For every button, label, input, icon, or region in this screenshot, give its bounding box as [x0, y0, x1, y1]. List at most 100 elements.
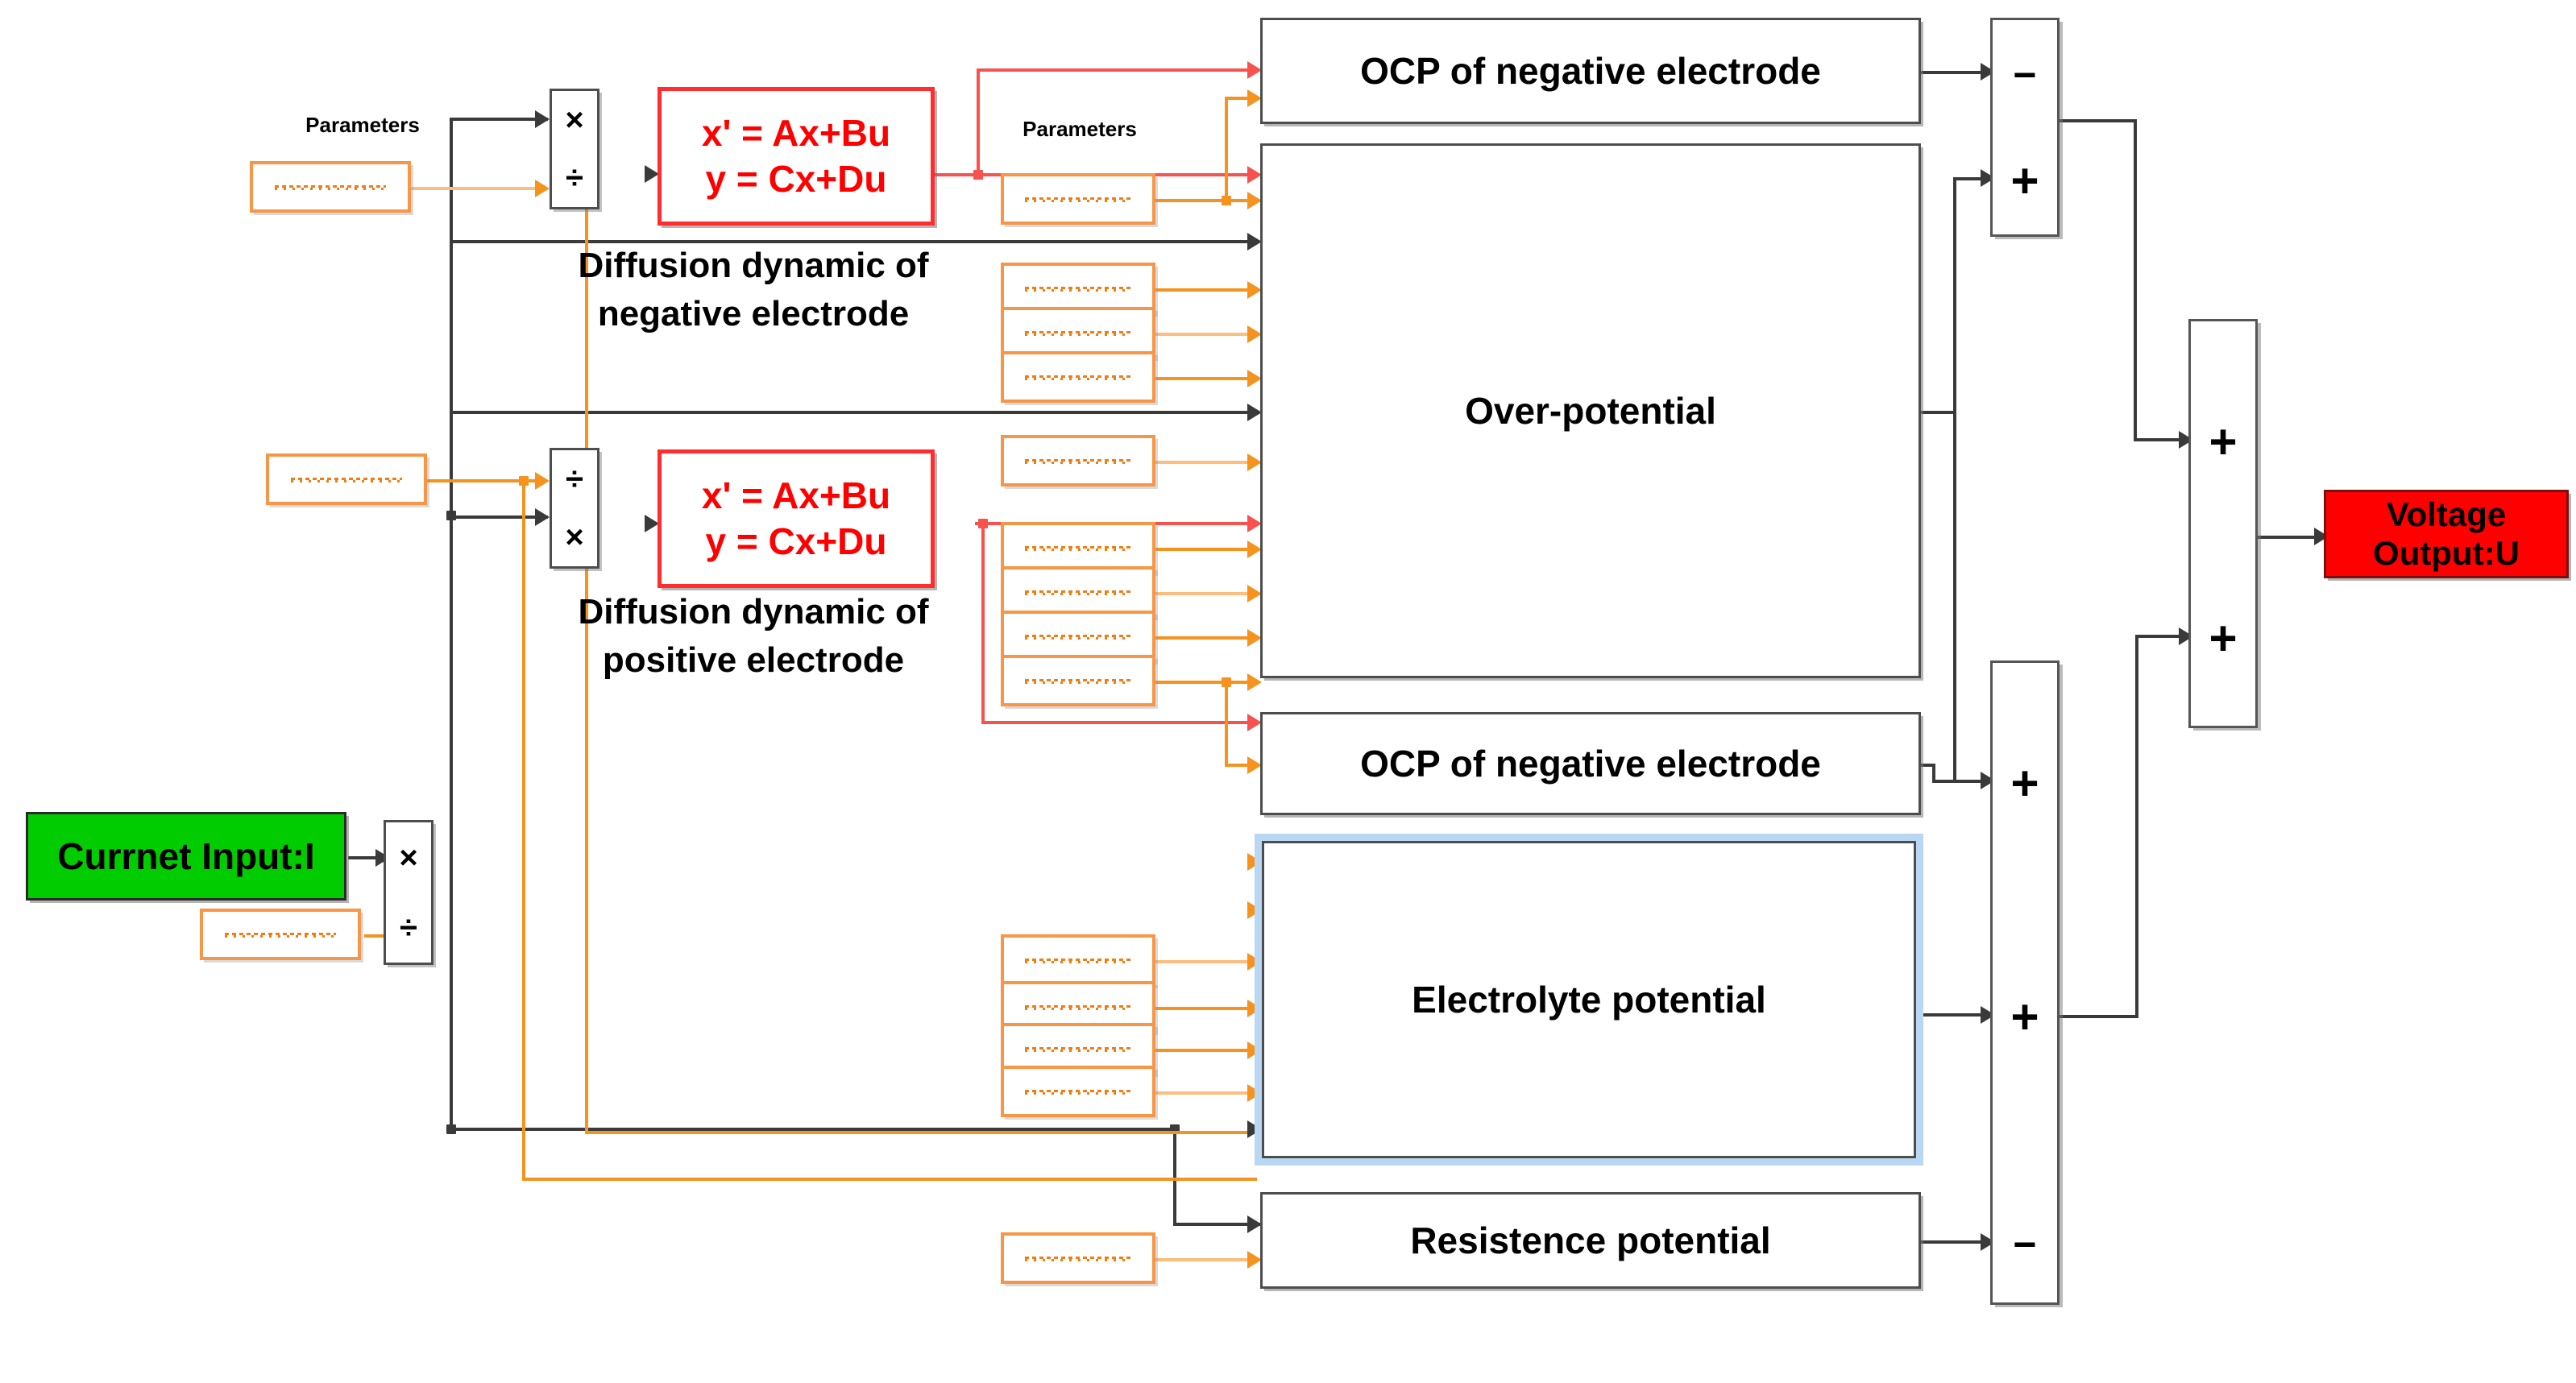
sum-bottom[interactable]: + + −: [1990, 660, 2060, 1305]
wire-electrolyte-branch-to-resistence: [1173, 1223, 1262, 1226]
param-elec-4[interactable]: [1001, 1066, 1155, 1117]
diffusion-positive-label-line1: Diffusion dynamic of: [578, 592, 929, 631]
electrolyte-potential[interactable]: Electrolyte potential: [1255, 834, 1923, 1166]
wire-current-bus-vertical: [450, 119, 453, 1130]
wire-param-pos1-out: [1154, 461, 1259, 464]
param-pos-1[interactable]: [1001, 435, 1155, 487]
wire-param-neg2-out: [1154, 288, 1259, 292]
wire-param-neg1-to-ocp-top: [1225, 97, 1259, 100]
product-negative-top-sign: ×: [565, 102, 584, 138]
wire-electrolyte-branch-vertical: [1173, 1128, 1176, 1224]
sum-top-sign-1: −: [2013, 52, 2037, 97]
wire-sum-bottom-out: [2060, 1015, 2138, 1018]
arrowhead-electrolyte-o6: [1247, 1084, 1262, 1102]
wire-resistence-out: [1921, 1240, 1992, 1244]
diffusion-negative-label-line1: Diffusion dynamic of: [578, 246, 929, 285]
param-waveform-icon: [1024, 544, 1132, 552]
param-neg-4[interactable]: [1001, 351, 1155, 403]
arrowhead-electrolyte-o4: [1247, 1000, 1262, 1017]
wire-current-input: [348, 856, 382, 859]
wire-param-resist1-out: [1154, 1258, 1259, 1261]
product-negative[interactable]: × ÷: [550, 89, 599, 209]
wire-pos-ss-down: [981, 522, 985, 723]
param-resist-1[interactable]: [1001, 1232, 1155, 1284]
wire-sum-top-out: [2060, 119, 2137, 122]
negative-electrode-state-space[interactable]: x' = Ax+Bu y = Cx+Du: [657, 87, 935, 226]
param-waveform-icon: [1024, 1003, 1132, 1011]
wire-param-pos5-down: [1225, 681, 1228, 765]
param-neg-3[interactable]: [1001, 307, 1155, 358]
parameters-label-left: Parameters: [305, 113, 420, 137]
product-current-top-sign: ×: [399, 839, 418, 876]
wire-param-neg3-out: [1154, 333, 1259, 336]
param-pos-5[interactable]: [1001, 655, 1155, 706]
param-left-mid[interactable]: [266, 453, 427, 505]
wire-neg-ss-up: [977, 70, 980, 175]
junction-current-bus-neg: [446, 511, 456, 520]
param-left-current[interactable]: [200, 909, 361, 960]
param-waveform-icon: [1024, 588, 1132, 596]
product-positive[interactable]: ÷ ×: [550, 448, 599, 569]
wire-overpotential-out: [1921, 411, 1955, 414]
wire-sum-top-to-final: [2134, 438, 2190, 441]
voltage-output[interactable]: Voltage Output:U: [2324, 490, 2569, 578]
junction-current-bus-elec: [446, 1124, 456, 1134]
wire-param-pos5-to-ocp-bottom: [1225, 764, 1259, 767]
wire-sum-bottom-up: [2135, 636, 2138, 1018]
sum-final[interactable]: + +: [2188, 319, 2258, 728]
arrowhead-overpotential-o7: [1247, 585, 1262, 602]
state-space-line1: x' = Ax+Bu: [701, 111, 891, 154]
param-waveform-icon: [1024, 284, 1132, 292]
wire-sum-final-out: [2258, 536, 2324, 539]
wire-param-left-mid-down: [522, 479, 525, 1180]
resistence-potential[interactable]: Resistence potential: [1260, 1192, 1921, 1289]
junction-param-pos5: [1222, 677, 1231, 687]
wire-param-neg4-out: [1154, 377, 1259, 380]
ocp-negative-bottom[interactable]: OCP of negative electrode: [1260, 712, 1921, 815]
param-waveform-icon: [1024, 632, 1132, 640]
sum-final-sign-1: +: [2209, 415, 2238, 469]
param-pos-3[interactable]: [1001, 566, 1155, 618]
wire-param-elec1-out: [1154, 960, 1259, 963]
wire-param-elec3-out: [1154, 1049, 1259, 1052]
current-input[interactable]: Currnet Input:I: [26, 812, 346, 901]
wire-param-elec2-out: [1154, 1007, 1259, 1010]
sum-top[interactable]: − +: [1990, 18, 2060, 237]
wire-param-left-top-to-electrolyte-1: [585, 1131, 1257, 1134]
arrowhead-pos-ss-in: [645, 515, 659, 532]
param-pos-4[interactable]: [1001, 611, 1155, 662]
arrowhead-electrolyte-o3: [1247, 953, 1262, 971]
wire-param-neg1-out: [1154, 199, 1259, 202]
arrowhead-pos-product-bottom: [535, 508, 550, 526]
wire-current-bus-to-pos-product: [450, 516, 548, 519]
arrowhead-ocp-top-red: [1247, 61, 1262, 79]
param-left-top[interactable]: [250, 161, 411, 213]
ocp-negative-top[interactable]: OCP of negative electrode: [1260, 18, 1921, 124]
param-neg-1[interactable]: [1001, 173, 1155, 225]
arrowhead-resistence-k: [1247, 1215, 1262, 1233]
arrowhead-pos-product-top: [535, 472, 550, 490]
wire-ocp-top-out: [1921, 71, 1992, 74]
wire-ocp-bottom-to-sum: [1932, 780, 1992, 783]
diffusion-positive-label-line2: positive electrode: [602, 640, 905, 680]
product-positive-bottom-sign: ×: [565, 520, 584, 555]
over-potential[interactable]: Over-potential: [1260, 143, 1921, 678]
arrowhead-neg-product-bottom: [535, 180, 550, 197]
arrowhead-overpotential-red1: [1247, 166, 1262, 184]
param-elec-1[interactable]: [1001, 934, 1155, 986]
wire-overpotential-down: [1953, 411, 1956, 781]
product-current[interactable]: × ÷: [384, 820, 433, 965]
ocp-negative-top-label: OCP of negative electrode: [1360, 50, 1821, 92]
sum-final-sign-2: +: [2209, 611, 2238, 665]
param-waveform-icon: [1024, 373, 1132, 381]
wire-param-elec4-out: [1154, 1091, 1259, 1095]
arrowhead-neg-ss-in: [645, 165, 659, 183]
param-waveform-icon: [1024, 329, 1132, 337]
voltage-output-label: Voltage Output:U: [2373, 495, 2520, 572]
wire-pos-ss-to-ocp-bottom: [981, 721, 1259, 724]
junction-param-neg1: [1222, 196, 1231, 205]
positive-electrode-state-space[interactable]: x' = Ax+Bu y = Cx+Du: [657, 449, 935, 588]
arrowhead-overpotential-o1: [1247, 192, 1262, 209]
param-pos-2[interactable]: [1001, 522, 1155, 573]
junction-pos-ss: [978, 519, 988, 528]
